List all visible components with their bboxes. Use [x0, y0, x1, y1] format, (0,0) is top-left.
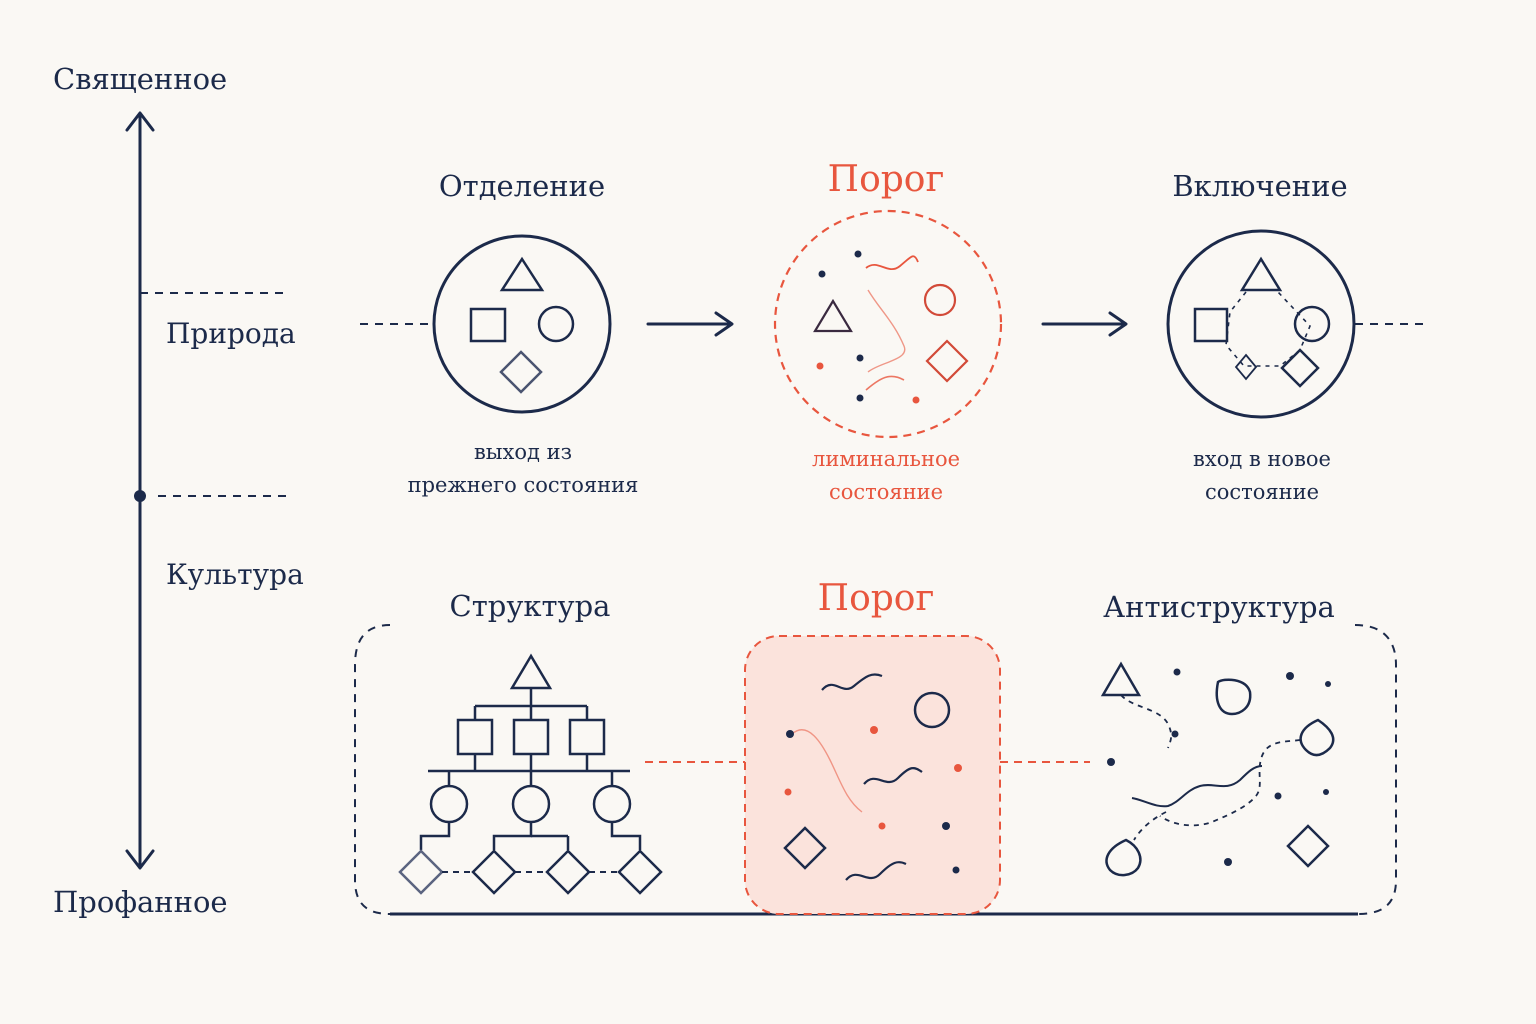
triangle-icon — [509, 653, 553, 690]
square-icon — [456, 718, 494, 756]
stage-separation-caption: выход из прежнего состояния — [408, 436, 639, 501]
connection-path — [1133, 811, 1167, 841]
caption-line: состояние — [828, 479, 944, 504]
zone-culture-label: Культура — [166, 558, 304, 591]
squiggle-line — [863, 766, 923, 785]
square-icon — [469, 307, 507, 343]
connection-path — [1120, 694, 1173, 749]
square-icon — [568, 718, 606, 756]
triangle-icon — [1239, 256, 1283, 292]
diamond-icon — [617, 849, 663, 895]
dot — [1286, 672, 1294, 680]
caption-line: лиминальное — [811, 447, 961, 471]
dot — [786, 730, 794, 738]
threshold-box — [645, 635, 1090, 915]
circle-icon — [1293, 305, 1331, 343]
threshold-circle — [773, 209, 1003, 439]
diamond-icon — [1286, 824, 1330, 868]
vertical-axis — [125, 111, 155, 870]
rounded-shape-icon — [1105, 838, 1142, 877]
stage-separation-title: Отделение — [438, 169, 606, 203]
axis-arrow-down-icon — [125, 849, 155, 870]
dot — [1325, 681, 1331, 687]
caption-line: выход из — [473, 440, 573, 464]
diamond-icon — [925, 339, 969, 383]
circle-icon — [592, 784, 632, 824]
squiggle-line — [1131, 765, 1263, 808]
dot — [912, 396, 920, 404]
circle-icon — [511, 784, 551, 824]
diamond-icon — [545, 849, 591, 895]
anti-structure — [1100, 661, 1335, 877]
axis-marker-dot — [134, 490, 146, 502]
axis-arrow-up-icon — [125, 111, 155, 132]
caption-line: прежнего состояния — [407, 472, 639, 497]
anti-structure-title: Антиструктура — [1103, 590, 1335, 624]
dot — [1171, 730, 1179, 738]
circle-icon — [913, 691, 951, 729]
diamond-icon — [499, 350, 543, 394]
axis-bottom-label: Профанное — [53, 885, 228, 919]
stage-threshold-caption: лиминальное состояние — [812, 443, 960, 508]
arrow-head-icon — [1108, 311, 1128, 337]
structure-tree — [398, 653, 663, 895]
stage-incorporation-title: Включение — [1172, 169, 1348, 203]
diamond-icon — [398, 849, 444, 895]
dot — [870, 726, 878, 734]
squiggle-line — [821, 673, 883, 691]
dot — [818, 270, 826, 278]
dot — [878, 822, 886, 830]
circle-icon — [429, 784, 469, 824]
triangle-icon — [1100, 661, 1142, 697]
caption-line: вход в новое — [1193, 447, 1331, 471]
circle-icon — [537, 305, 575, 343]
triangle-icon — [499, 256, 545, 292]
dot — [1107, 758, 1115, 766]
axis-top-label: Священное — [53, 62, 228, 96]
squiggle-line — [791, 729, 863, 813]
flow-arrows — [646, 311, 1128, 337]
dot — [1173, 668, 1181, 676]
square-icon — [1193, 307, 1229, 343]
rounded-diamond-icon — [1299, 718, 1335, 757]
squiggle-line — [867, 289, 906, 373]
rounded-shape-icon — [1215, 678, 1252, 716]
squiggle-line — [865, 375, 905, 391]
caption-line: состояние — [1204, 479, 1320, 504]
small-diamond-icon — [1234, 353, 1258, 381]
diamond-icon — [1280, 348, 1320, 388]
triangle-icon — [813, 298, 853, 333]
dot — [954, 764, 962, 772]
dot — [856, 394, 864, 402]
dot — [1323, 789, 1329, 795]
arrow-head-icon — [714, 311, 734, 337]
dot — [1224, 858, 1232, 866]
squiggle-line — [845, 861, 907, 881]
threshold-box-title: Порог — [817, 578, 935, 619]
dot — [856, 354, 864, 362]
squiggle-line — [865, 255, 919, 271]
structure-title: Структура — [449, 589, 611, 623]
circle-icon — [923, 283, 957, 317]
dot — [784, 788, 792, 796]
connection-path — [1159, 739, 1301, 827]
dot — [854, 250, 862, 258]
dot — [816, 362, 824, 370]
separation-circle — [432, 234, 612, 414]
zone-nature-label: Природа — [166, 317, 296, 350]
square-icon — [512, 718, 550, 756]
diamond-icon — [471, 849, 517, 895]
dashed-guides — [140, 292, 1430, 497]
dot — [942, 822, 950, 830]
connection-path — [1225, 291, 1311, 367]
dot — [952, 866, 960, 874]
stage-threshold-title: Порог — [827, 159, 945, 200]
diamond-icon — [783, 826, 827, 870]
incorporation-circle — [1166, 229, 1356, 419]
stage-incorporation-caption: вход в новое состояние — [1193, 443, 1331, 508]
dot — [1274, 792, 1282, 800]
